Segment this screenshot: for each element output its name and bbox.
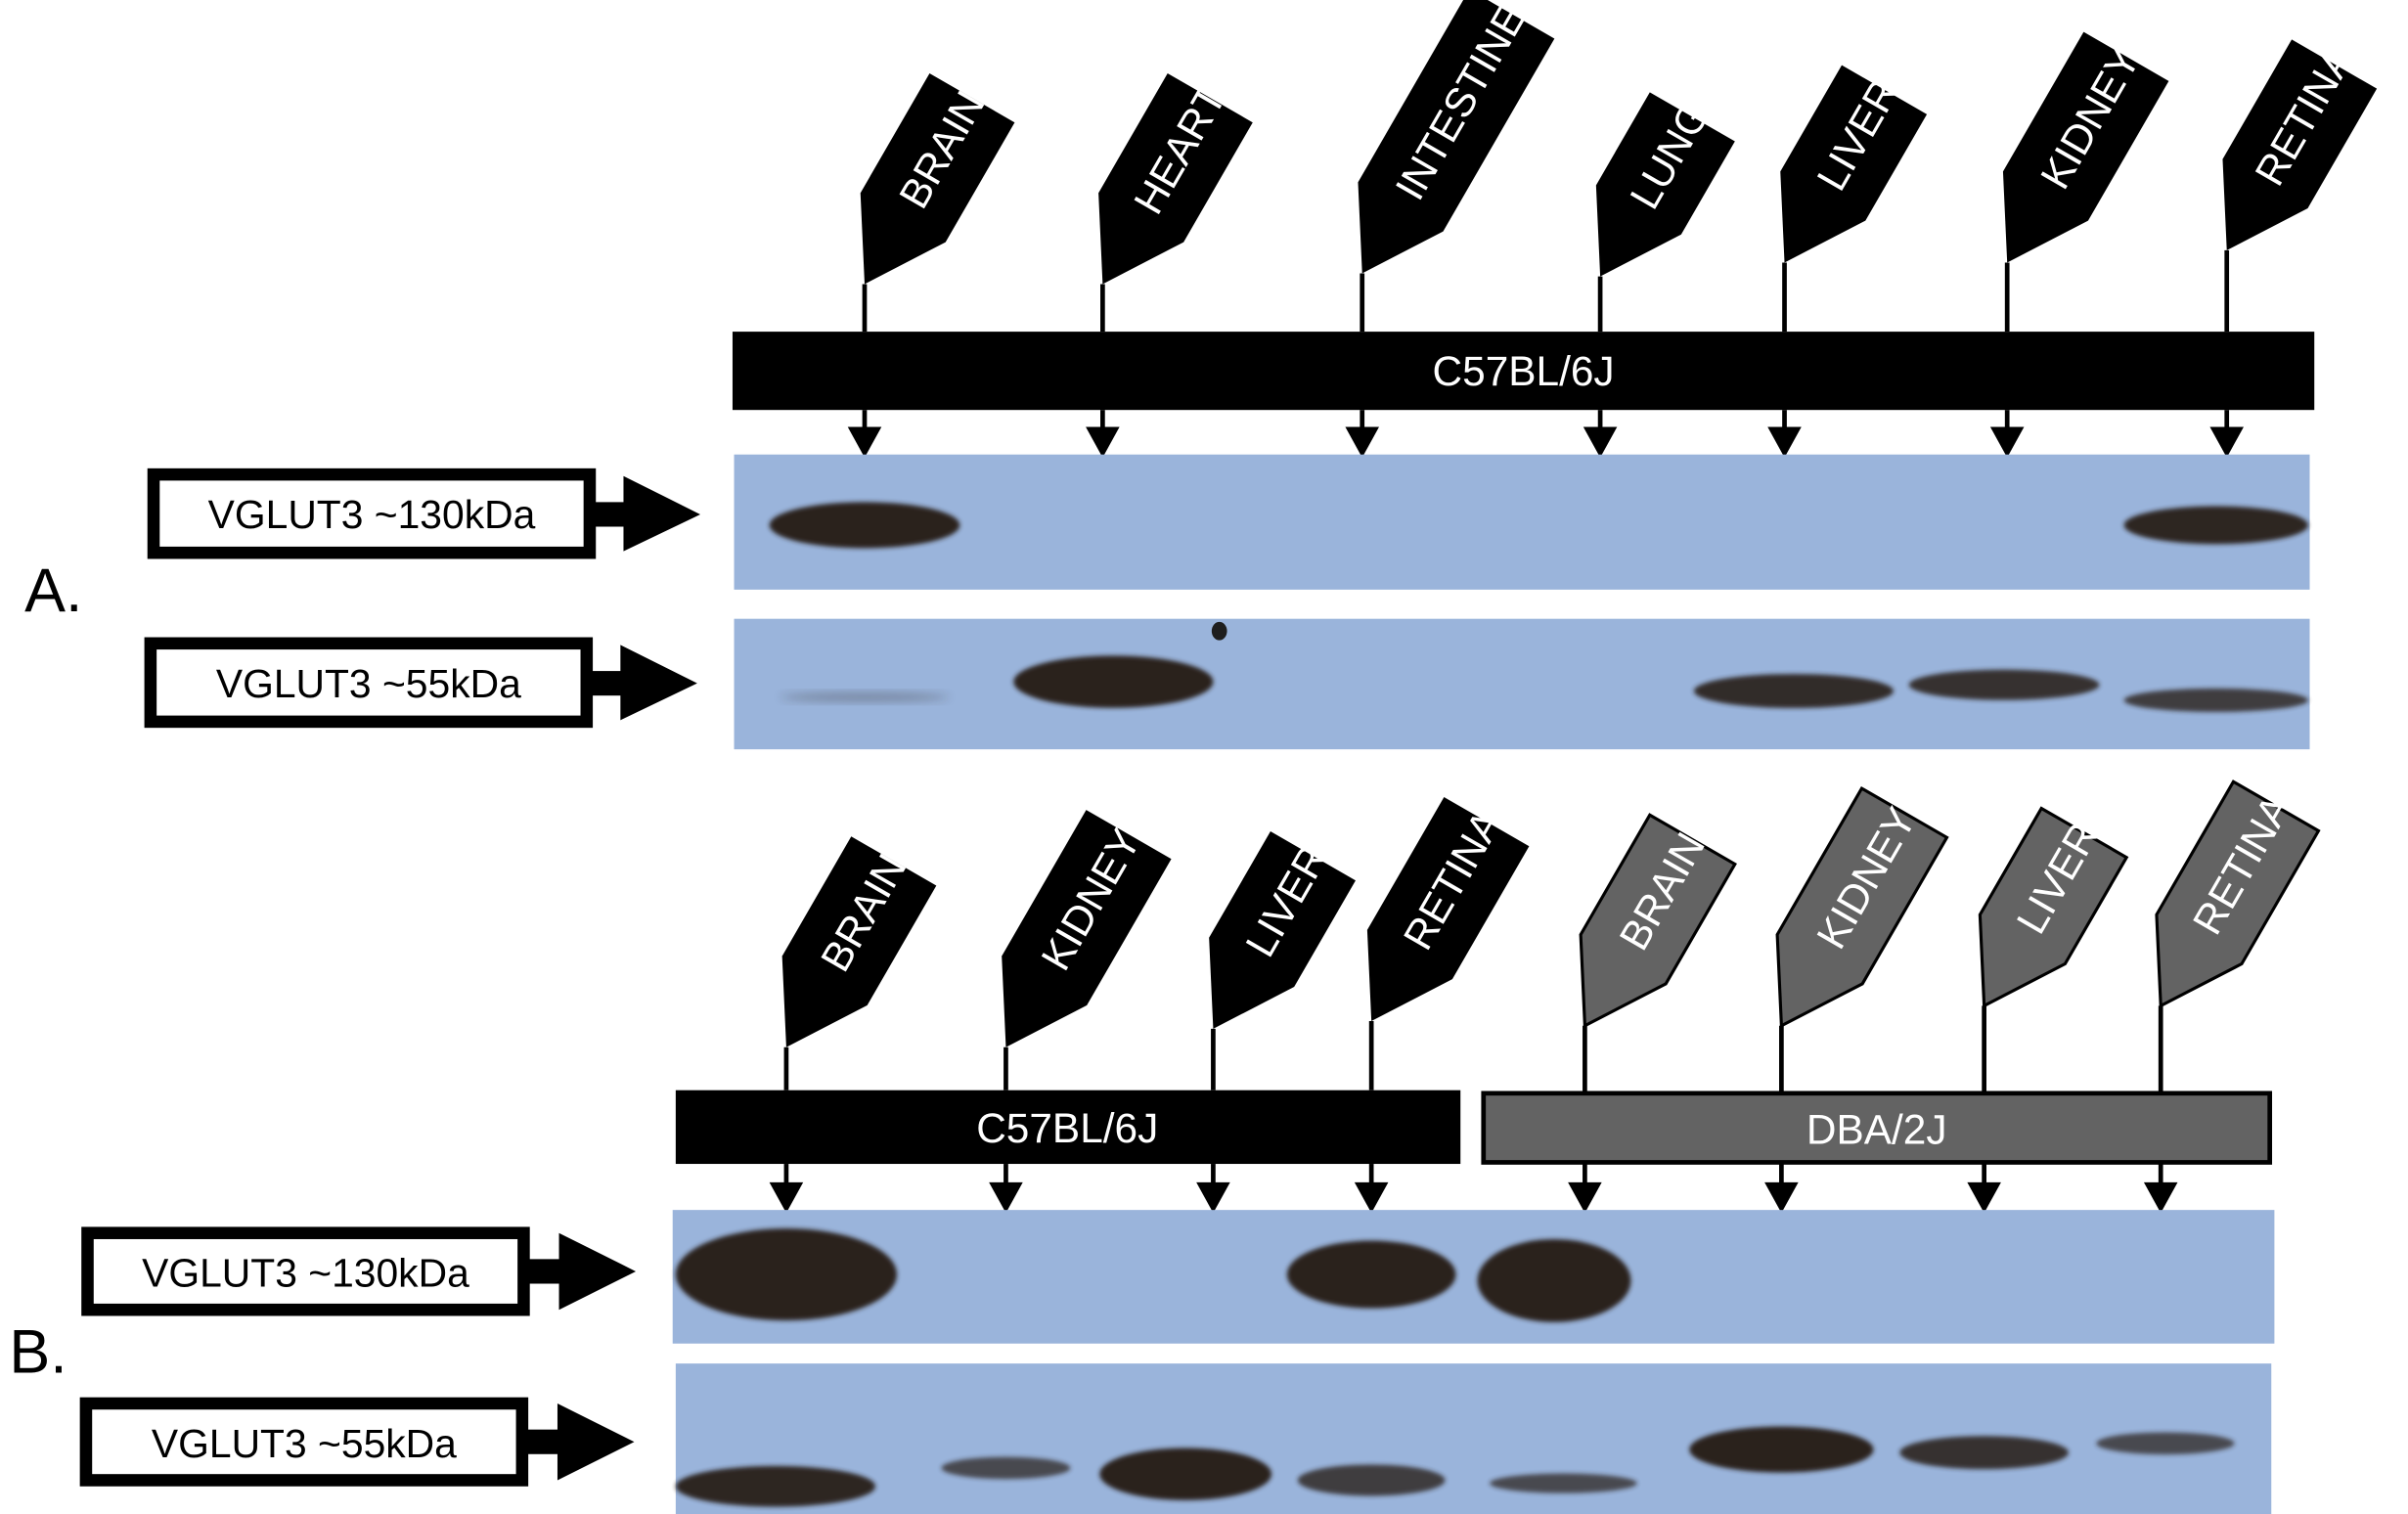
arrow-down-icon (1086, 426, 1120, 458)
bands-b-55kda (675, 1426, 2235, 1507)
arrow-right-icon (558, 1232, 637, 1311)
arrow-down-icon (1967, 1181, 2001, 1214)
arrow-down-icon (1568, 1181, 1602, 1214)
protein-band (1689, 1426, 1874, 1473)
protein-band (675, 1227, 897, 1321)
protein-band (1286, 1240, 1456, 1309)
panel-b-label: B. (9, 1318, 67, 1387)
lane-tag-retina: RETINA (2143, 779, 2321, 1214)
tag-shape (1366, 796, 1530, 1022)
arrow-down-icon (1196, 1181, 1230, 1214)
strain-bar-dba2j (1481, 1091, 2273, 1165)
tag-shape (1098, 72, 1253, 285)
tag-shape (2155, 779, 2321, 1008)
tag-shape (1358, 0, 1555, 274)
membrane-b-55kda (675, 1363, 2272, 1514)
arrow-down-icon (769, 1181, 804, 1214)
lane-tag-liver: LIVER (1967, 806, 2129, 1214)
arrow-down-icon (1767, 426, 1802, 458)
arrow-right-icon (623, 475, 700, 552)
protein-band (2096, 1432, 2235, 1455)
arrow-down-icon (1583, 426, 1618, 458)
bands-b-130kda (675, 1227, 1631, 1322)
protein-band (1013, 655, 1214, 708)
protein-band (675, 1465, 875, 1507)
size-label-text: VGLUT3 ~130kDa (208, 492, 536, 537)
arrow-down-icon (2143, 1181, 2178, 1214)
protein-band (1297, 1464, 1446, 1496)
lane-tag-lung: LUNG (1583, 92, 1735, 458)
size-label-a-55kda: VGLUT3 ~55kDa (144, 637, 697, 729)
arrow-right-icon (557, 1403, 635, 1481)
tag-shape (1595, 92, 1735, 277)
bands-a-55kda (780, 655, 2308, 712)
protein-band (2123, 688, 2308, 712)
arrow-down-icon (989, 1181, 1023, 1214)
arrow-down-icon (1989, 426, 2025, 458)
strain-bar-c57bl6j-a (732, 332, 2315, 411)
membrane-a-130kda (734, 454, 2310, 590)
size-label-text: VGLUT3 ~55kDa (216, 661, 521, 706)
tag-shape (2222, 39, 2378, 250)
arrow-down-icon (1354, 1181, 1389, 1214)
protein-band (1477, 1238, 1631, 1322)
arrow-down-icon (1345, 426, 1379, 458)
protein-band (769, 502, 960, 549)
protein-band (1099, 1447, 1272, 1500)
size-label-b-55kda: VGLUT3 ~55kDa (79, 1397, 635, 1487)
tag-shape (1775, 785, 1949, 1029)
tag-shape (2002, 31, 2169, 263)
tag-shape (1002, 810, 1172, 1047)
protein-band (2123, 506, 2308, 545)
strain-bar-label: C57BL/6J (976, 1105, 1158, 1151)
protein-band (1908, 669, 2100, 700)
tag-shape (781, 836, 937, 1047)
size-label-text: VGLUT3 ~130kDa (142, 1251, 469, 1296)
arrow-down-icon (847, 426, 882, 458)
protein-band (780, 692, 950, 702)
bands-a-130kda (769, 502, 2308, 549)
arrow-down-icon (2209, 426, 2244, 458)
protein-band (941, 1456, 1071, 1480)
tag-shape (1209, 831, 1356, 1029)
size-label-b-130kda: VGLUT3 ~130kDa (81, 1226, 637, 1316)
blot-speck (1211, 621, 1227, 641)
strain-bar-label: C57BL/6J (1433, 348, 1615, 394)
tag-shape (1780, 65, 1928, 263)
tag-shape (1978, 806, 2129, 1008)
tag-shape (1579, 813, 1737, 1029)
strain-bar-c57bl6j-b (675, 1090, 1461, 1165)
protein-band (1899, 1436, 2069, 1470)
protein-band (1693, 674, 1894, 708)
membrane-b-130kda (672, 1210, 2275, 1344)
arrow-right-icon (620, 645, 697, 721)
size-label-a-130kda: VGLUT3 ~130kDa (147, 468, 700, 559)
tag-shape (860, 72, 1015, 285)
protein-band (1490, 1473, 1637, 1493)
arrow-down-icon (1764, 1181, 1799, 1214)
panel-a-label: A. (24, 557, 82, 625)
size-label-text: VGLUT3 ~55kDa (152, 1421, 457, 1466)
strain-bar-label: DBA/2J (1806, 1107, 1947, 1153)
